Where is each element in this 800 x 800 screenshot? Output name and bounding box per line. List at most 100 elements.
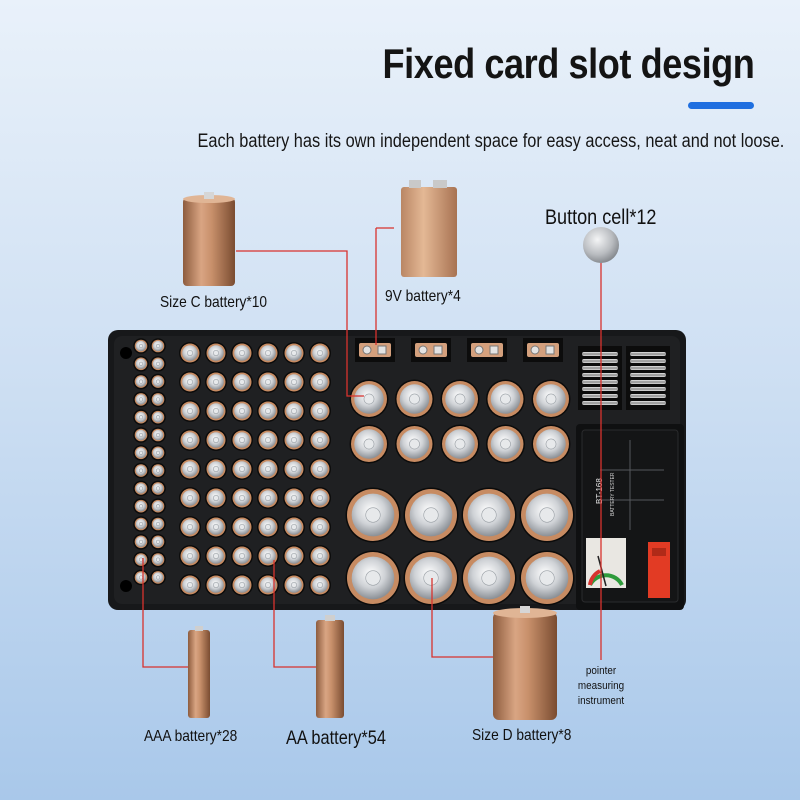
aaa-battery-top [133,445,149,461]
aa-battery-top [309,400,331,422]
aa-battery-top [231,342,253,364]
size-c-battery-grid [349,379,571,464]
aaa-battery-top [133,569,149,586]
aa-battery-top [257,458,279,480]
size-d-battery-top [345,550,401,606]
size-d-battery-top [461,487,517,543]
aa-battery-grid [179,342,331,596]
aaa-battery-top [150,373,166,390]
aaa-battery-top [133,534,149,550]
aa-battery-top [309,516,331,538]
aaa-battery-top [133,338,149,354]
aa-battery-top [205,400,227,422]
aa-battery-top [231,458,253,480]
aa-battery-top [231,371,253,393]
aa-battery-top [283,400,305,422]
button-cell-springs [578,346,670,410]
aa-battery-top [309,458,331,480]
size-c-battery-loose [183,192,235,286]
aa-battery-top [283,458,305,480]
aa-battery-top [309,429,331,451]
aaa-battery-grid [133,338,166,586]
aaa-battery-top [150,569,166,586]
aaa-battery-top [150,551,166,568]
size-d-battery-top [403,487,459,543]
aaa-battery-top [150,356,166,372]
aa-battery-loose [316,615,344,718]
aaa-battery-top [150,445,166,461]
page-subtitle: Each battery has its own independent spa… [197,131,784,152]
battery-tester: BT-168 BATTERY TESTER [576,424,684,610]
aa-battery-top [205,487,227,509]
aa-battery-top [309,342,331,364]
aa-battery-top [205,574,227,596]
label-pointer-line1: pointer measuring [577,665,625,692]
aa-battery-top [179,342,201,364]
nine-v-slots [355,338,563,362]
aaa-battery-top [133,373,149,390]
aa-battery-top [283,342,305,364]
aa-battery-top [205,516,227,538]
aaa-battery-top [150,498,166,514]
aaa-battery-top [133,551,149,568]
aa-battery-top [205,342,227,364]
label-size-d: Size D battery*8 [472,727,572,744]
aaa-battery-top [150,338,166,354]
tester-model: BT-168 [595,478,604,504]
aa-battery-top [257,429,279,451]
aaa-battery-top [133,409,149,426]
nine-v-slot [467,338,507,362]
label-button-cell: Button cell*12 [545,206,657,229]
mount-hole [120,347,132,359]
label-pointer-line2: instrument [577,695,625,707]
aaa-battery-top [133,391,149,408]
size-d-battery-top [519,487,575,543]
aa-battery-top [309,574,331,596]
size-d-battery-top [461,550,517,606]
aa-battery-top [309,545,331,567]
button-cell-loose [583,227,619,263]
aaa-battery-top [133,480,149,497]
aa-battery-top [257,516,279,538]
aa-battery-top [179,400,201,422]
size-c-battery-top [440,379,480,419]
aa-battery-top [231,429,253,451]
aaa-battery-top [150,409,166,426]
aa-battery-top [231,545,253,567]
size-c-battery-top [531,379,571,419]
aa-battery-top [231,400,253,422]
aa-battery-top [309,371,331,393]
title-accent-bar [688,102,754,109]
aaa-battery-top [150,516,166,532]
label-aaa: AAA battery*28 [144,728,238,745]
size-c-battery-top [395,424,434,464]
mount-hole [120,580,132,592]
aaa-battery-top [133,462,149,479]
label-size-c: Size C battery*10 [160,294,268,311]
size-d-battery-top [345,487,401,543]
nine-v-battery-loose [401,180,457,277]
tester-caption: BATTERY TESTER [610,472,616,516]
nine-v-slot [523,338,563,362]
size-c-battery-top [440,424,480,464]
aa-battery-top [257,545,279,567]
aaa-battery-top [150,462,166,479]
aaa-battery-top [150,480,166,497]
aa-battery-top [231,487,253,509]
aa-battery-top [283,371,305,393]
aa-battery-top [257,371,279,393]
aa-battery-top [179,487,201,509]
aa-battery-top [283,487,305,509]
aaa-battery-top [133,516,149,532]
size-d-battery-loose [493,606,557,720]
size-c-battery-top [486,424,525,464]
aa-battery-top [283,516,305,538]
aa-battery-top [205,371,227,393]
aa-battery-top [309,487,331,509]
leader-lines [142,227,602,668]
size-d-battery-top [519,550,575,606]
nine-v-slot [411,338,451,362]
aa-battery-top [283,574,305,596]
aa-battery-top [283,545,305,567]
